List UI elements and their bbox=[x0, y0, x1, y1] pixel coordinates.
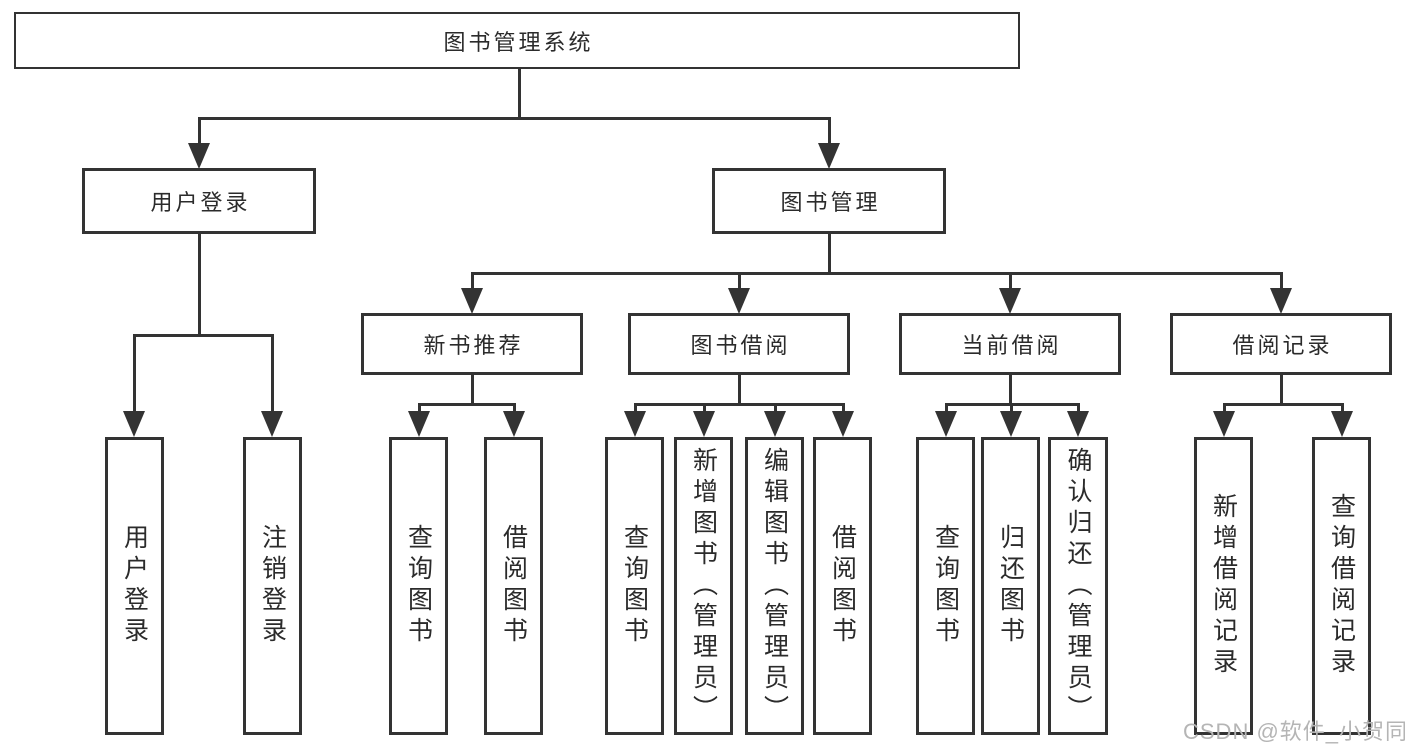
arrow-down-icon bbox=[1067, 411, 1089, 437]
connector-line bbox=[271, 334, 274, 414]
arrow-down-icon bbox=[624, 411, 646, 437]
connector-line bbox=[418, 403, 421, 415]
connector-line bbox=[1010, 403, 1013, 415]
connector-line bbox=[1341, 403, 1344, 415]
leaf-records-query-record: 查询借阅记录 bbox=[1312, 437, 1371, 735]
connector-line bbox=[842, 403, 845, 415]
connector-line bbox=[828, 233, 831, 275]
arrow-down-icon bbox=[408, 411, 430, 437]
leaf-current-confirm-return-admin: 确认归还（管理员） bbox=[1048, 437, 1108, 735]
leaf-borrowing-add-books-admin: 新增图书（管理员） bbox=[674, 437, 733, 735]
leaf-newbooks-query-books: 查询图书 bbox=[389, 437, 448, 735]
connector-line bbox=[418, 403, 516, 406]
connector-line bbox=[471, 272, 1283, 275]
node-current-borrowing: 当前借阅 bbox=[899, 313, 1121, 375]
connector-line bbox=[1009, 373, 1012, 405]
arrow-down-icon bbox=[1213, 411, 1235, 437]
connector-line bbox=[634, 403, 637, 415]
leaf-newbooks-borrow-books: 借阅图书 bbox=[484, 437, 543, 735]
arrow-down-icon bbox=[123, 411, 145, 437]
node-new-book-recommend: 新书推荐 bbox=[361, 313, 583, 375]
arrow-down-icon bbox=[188, 143, 210, 169]
connector-line bbox=[703, 403, 706, 415]
connector-line bbox=[1223, 403, 1344, 406]
leaf-logout-login: 注销登录 bbox=[243, 437, 302, 735]
arrow-down-icon bbox=[999, 288, 1021, 314]
connector-line bbox=[738, 373, 741, 405]
node-book-management: 图书管理 bbox=[712, 168, 946, 234]
connector-line bbox=[1280, 373, 1283, 405]
arrow-down-icon bbox=[1331, 411, 1353, 437]
connector-line bbox=[518, 68, 521, 120]
connector-line bbox=[1009, 272, 1012, 292]
leaf-current-query-books: 查询图书 bbox=[916, 437, 975, 735]
connector-line bbox=[1223, 403, 1226, 415]
node-library-system: 图书管理系统 bbox=[14, 12, 1020, 69]
connector-line bbox=[471, 373, 474, 405]
arrow-down-icon bbox=[764, 411, 786, 437]
leaf-borrowing-borrow-books: 借阅图书 bbox=[813, 437, 872, 735]
arrow-down-icon bbox=[1000, 411, 1022, 437]
connector-line bbox=[133, 334, 274, 337]
connector-line bbox=[513, 403, 516, 415]
node-borrowing-records: 借阅记录 bbox=[1170, 313, 1392, 375]
arrow-down-icon bbox=[261, 411, 283, 437]
connector-line bbox=[133, 334, 136, 414]
leaf-borrowing-query-books: 查询图书 bbox=[605, 437, 664, 735]
arrow-down-icon bbox=[728, 288, 750, 314]
leaf-user-login: 用户登录 bbox=[105, 437, 164, 735]
arrow-down-icon bbox=[1270, 288, 1292, 314]
leaf-borrowing-edit-books-admin: 编辑图书（管理员） bbox=[745, 437, 804, 735]
node-user-login: 用户登录 bbox=[82, 168, 316, 234]
arrow-down-icon bbox=[503, 411, 525, 437]
connector-line bbox=[198, 117, 831, 120]
leaf-records-add-record: 新增借阅记录 bbox=[1194, 437, 1253, 735]
arrow-down-icon bbox=[818, 143, 840, 169]
arrow-down-icon bbox=[693, 411, 715, 437]
connector-line bbox=[634, 403, 845, 406]
arrow-down-icon bbox=[461, 288, 483, 314]
connector-line bbox=[198, 233, 201, 337]
watermark: CSDN @软件_小贺同学 bbox=[1183, 719, 1405, 744]
connector-line bbox=[471, 272, 474, 292]
leaf-current-return-books: 归还图书 bbox=[981, 437, 1040, 735]
connector-line bbox=[774, 403, 777, 415]
connector-line bbox=[1077, 403, 1080, 415]
connector-line bbox=[1280, 272, 1283, 292]
connector-line bbox=[945, 403, 948, 415]
arrow-down-icon bbox=[935, 411, 957, 437]
node-book-borrowing: 图书借阅 bbox=[628, 313, 850, 375]
connector-line bbox=[738, 272, 741, 292]
connector-line bbox=[198, 117, 201, 147]
arrow-down-icon bbox=[832, 411, 854, 437]
connector-line bbox=[828, 117, 831, 147]
